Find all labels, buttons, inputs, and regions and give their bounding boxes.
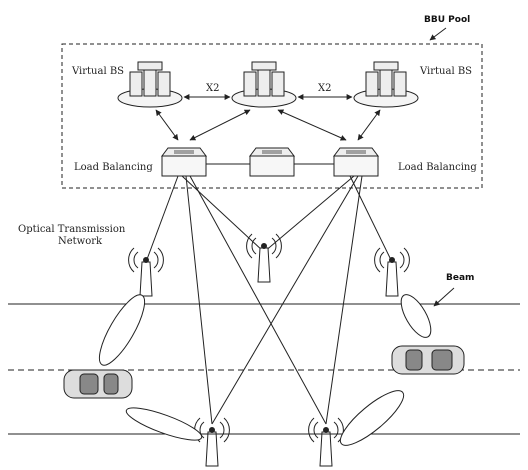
virtual-bs-label-left: Virtual BS [71, 66, 124, 77]
beam-pointer [434, 288, 454, 306]
network-switch-icon [334, 148, 378, 176]
link-server-switch [190, 110, 250, 140]
server-cluster-icon [118, 62, 182, 107]
antenna-tower-icon [375, 248, 410, 296]
beam-shape [334, 383, 411, 453]
antenna-tower-icon [309, 418, 344, 466]
load-balancing-label-right: Load Balancing [398, 162, 477, 173]
link-server-switch [156, 110, 178, 140]
car-icon [64, 370, 132, 398]
network-switch-icon [162, 148, 206, 176]
x2-label-left: X2 [206, 83, 219, 94]
beam-shape [123, 402, 204, 446]
load-balancing-label-left: Load Balancing [74, 162, 153, 173]
server-cluster-icon [232, 62, 296, 107]
link-server-switch [278, 110, 346, 140]
virtual-bs-label-right: Virtual BS [419, 66, 472, 77]
beam-label: Beam [446, 273, 474, 283]
optical-links [146, 176, 392, 424]
beam-shape [395, 290, 436, 342]
antenna-tower-icon [195, 418, 230, 466]
x2-label-right: X2 [318, 83, 331, 94]
car-icon [392, 346, 464, 374]
beam-shape [92, 289, 153, 370]
bbu-pool-label: BBU Pool [424, 15, 470, 25]
optical-network-label-line2: Network [58, 236, 103, 247]
link-server-switch [358, 110, 380, 140]
server-cluster-icon [354, 62, 418, 107]
antenna-tower-icon [129, 248, 164, 296]
bbu-pool-pointer [430, 28, 446, 40]
network-switch-icon [250, 148, 294, 176]
optical-network-label-line1: Optical Transmission [18, 224, 126, 235]
